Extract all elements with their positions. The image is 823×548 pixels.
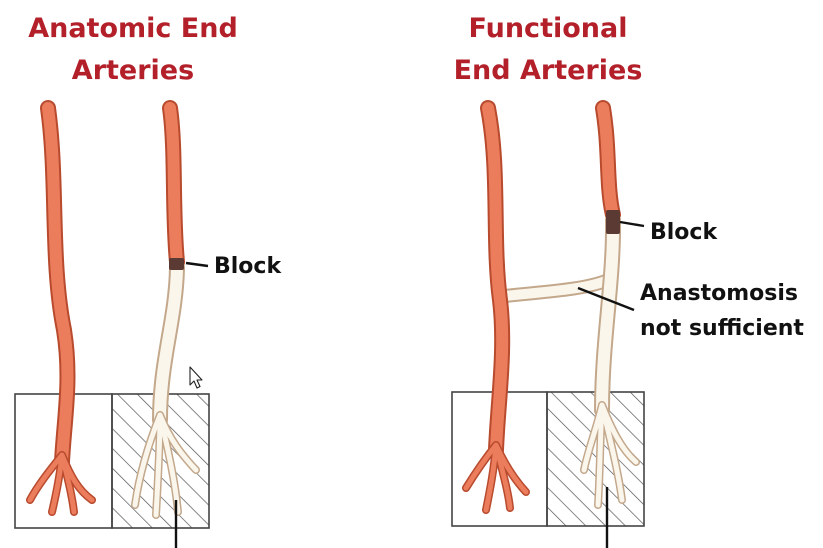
left-panel-title-line1: Anatomic End: [28, 13, 238, 44]
left-normal-artery: [30, 108, 92, 512]
right-panel-title-line2: End Arteries: [454, 55, 643, 86]
right-block-leader: [620, 222, 644, 226]
right-normal-artery: [466, 108, 526, 510]
left-block-label: Block: [214, 254, 282, 279]
right-panel: Functional End Arteries Bl: [452, 13, 804, 548]
mouse-cursor-icon: [190, 367, 202, 388]
right-panel-title-line1: Functional: [469, 13, 628, 44]
left-block-leader: [186, 263, 208, 266]
left-panel: Anatomic End Arteries Block: [15, 13, 282, 548]
left-panel-title-line2: Arteries: [72, 55, 194, 86]
right-block-marker: [606, 210, 620, 234]
anastomosis-label-line1: Anastomosis: [640, 281, 798, 306]
right-block-label: Block: [650, 220, 718, 245]
left-blocked-artery: [135, 108, 196, 515]
left-block-marker: [169, 258, 184, 270]
anastomosis-label-line2: not sufficient: [640, 316, 804, 341]
